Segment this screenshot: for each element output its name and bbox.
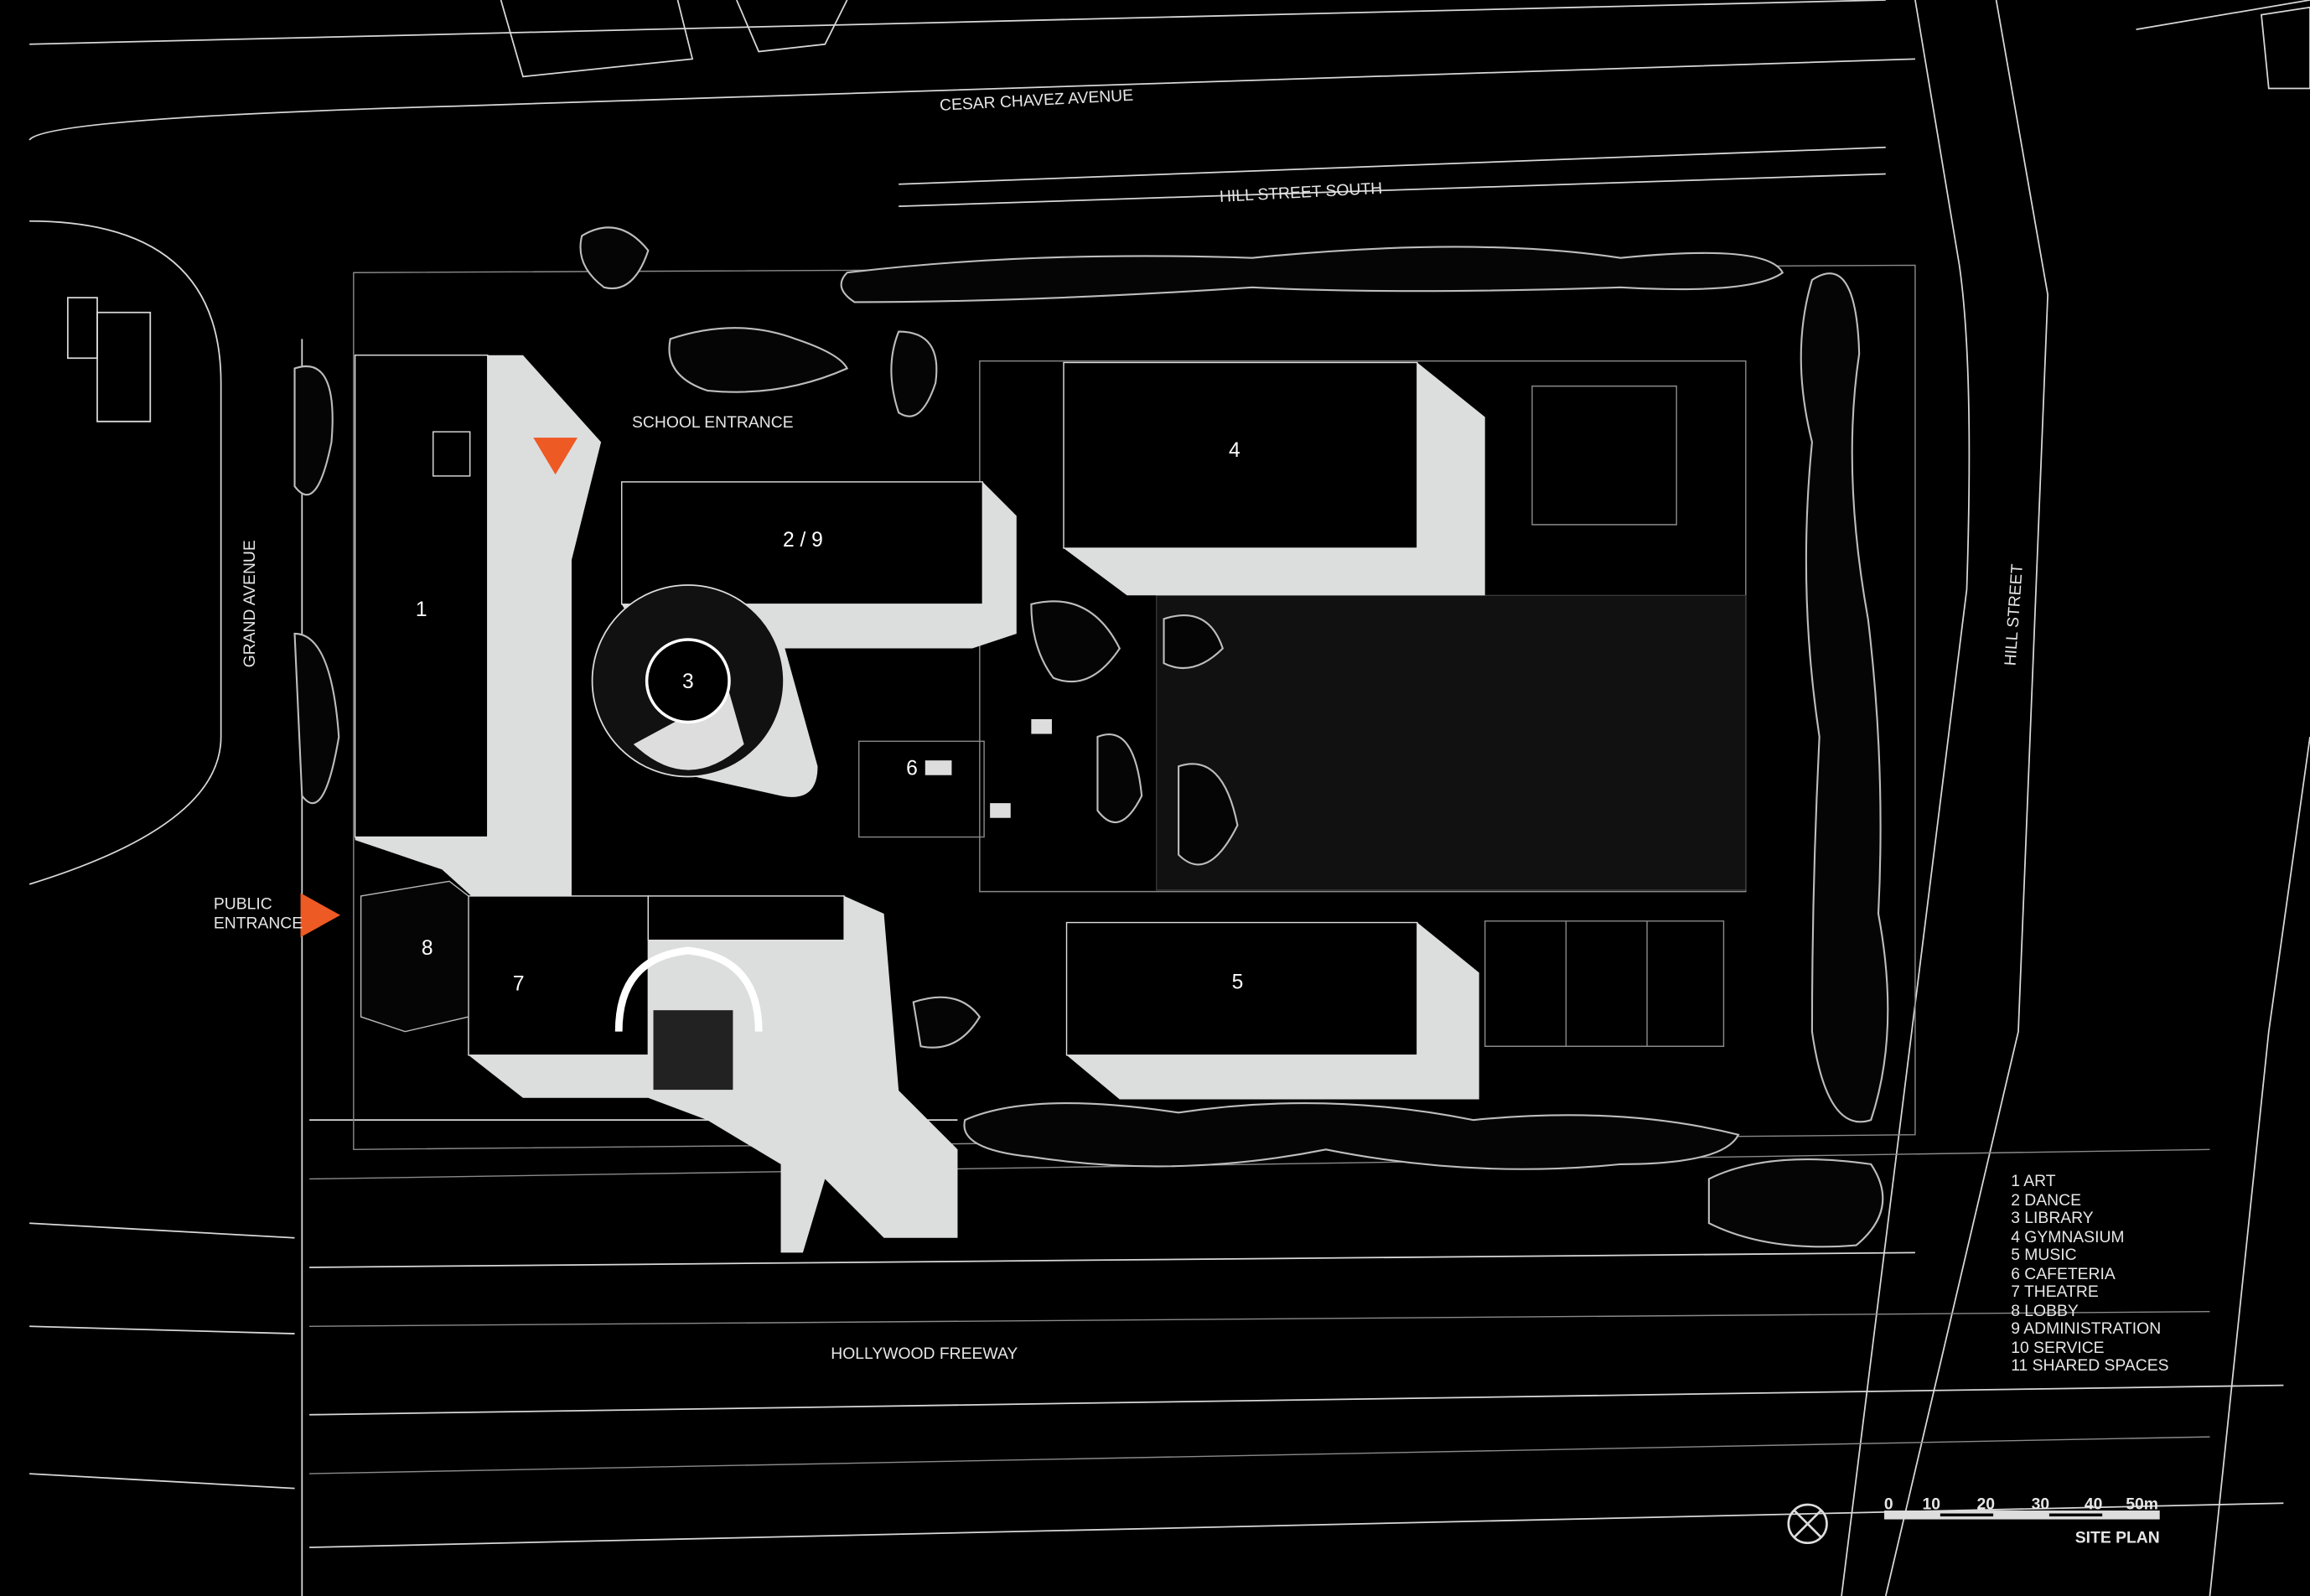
school-entrance-marker	[533, 438, 578, 475]
legend-item: 8 LOBBY	[2011, 1303, 2079, 1320]
building-label: 7	[513, 972, 525, 995]
scale-tick: 20	[1977, 1495, 1995, 1513]
public-entrance-label-1: PUBLIC	[214, 896, 272, 914]
building-4-gymnasium[interactable]: 4	[1063, 361, 1485, 596]
legend-item: 4 GYMNASIUM	[2011, 1229, 2124, 1246]
building-3-library[interactable]: 3	[591, 584, 818, 797]
building-6-cafeteria[interactable]: 6	[858, 718, 1052, 838]
building-label: 6	[906, 758, 918, 780]
scale-tick: 50m	[2126, 1495, 2158, 1513]
landscape-planting	[293, 226, 1889, 1248]
building-1-art[interactable]: 1	[354, 354, 602, 896]
legend-item: 6 CAFETERIA	[2011, 1266, 2116, 1283]
building-label: 5	[1232, 972, 1244, 994]
legend-item: 5 MUSIC	[2011, 1246, 2076, 1264]
building-label: 3	[682, 671, 694, 693]
street-label-grand-avenue: GRAND AVENUE	[241, 540, 259, 667]
building-label: 1	[416, 598, 427, 621]
legend-item: 1 ART	[2011, 1173, 2056, 1190]
legend-item: 2 DANCE	[2011, 1192, 2081, 1210]
north-arrow-icon	[1787, 1503, 1828, 1545]
legend: 1 ART 2 DANCE 3 LIBRARY 4 GYMNASIUM 5 MU…	[2011, 1173, 2168, 1375]
building-8-lobby[interactable]: 8	[360, 880, 469, 1033]
street-label-hill-street: HILL STREET	[2002, 563, 2027, 666]
building-label: 8	[422, 937, 433, 960]
scale-tick: 40	[2085, 1495, 2102, 1513]
building-7-theatre[interactable]: 7	[468, 895, 958, 1253]
legend-item: 7 THEATRE	[2011, 1283, 2099, 1301]
scale-tick: 30	[2032, 1495, 2049, 1513]
scale-bar: 0 10 20 30 40 50m SITE PLAN	[1884, 1495, 2160, 1547]
school-entrance-label: SCHOOL ENTRANCE	[632, 414, 794, 432]
building-5-music[interactable]: 5	[1065, 921, 1479, 1100]
building-label: 4	[1229, 439, 1240, 462]
building-label: 2 / 9	[783, 529, 823, 552]
legend-item: 3 LIBRARY	[2011, 1210, 2094, 1227]
legend-item: 11 SHARED SPACES	[2011, 1357, 2168, 1375]
sports-field	[1156, 594, 1747, 891]
street-label-hill-street-south: HILL STREET SOUTH	[1219, 180, 1382, 206]
public-entrance-marker	[300, 893, 341, 938]
public-entrance-label-2: ENTRANCE	[214, 915, 303, 933]
street-label-cesar-chavez: CESAR CHAVEZ AVENUE	[940, 87, 1134, 115]
legend-item: 9 ADMINISTRATION	[2011, 1320, 2161, 1338]
scale-tick: 10	[1923, 1495, 1940, 1513]
plan-title: SITE PLAN	[2075, 1530, 2160, 1547]
scale-tick: 0	[1884, 1495, 1893, 1513]
legend-item: 10 SERVICE	[2011, 1340, 2104, 1357]
street-label-hollywood-freeway: HOLLYWOOD FREEWAY	[831, 1345, 1018, 1363]
